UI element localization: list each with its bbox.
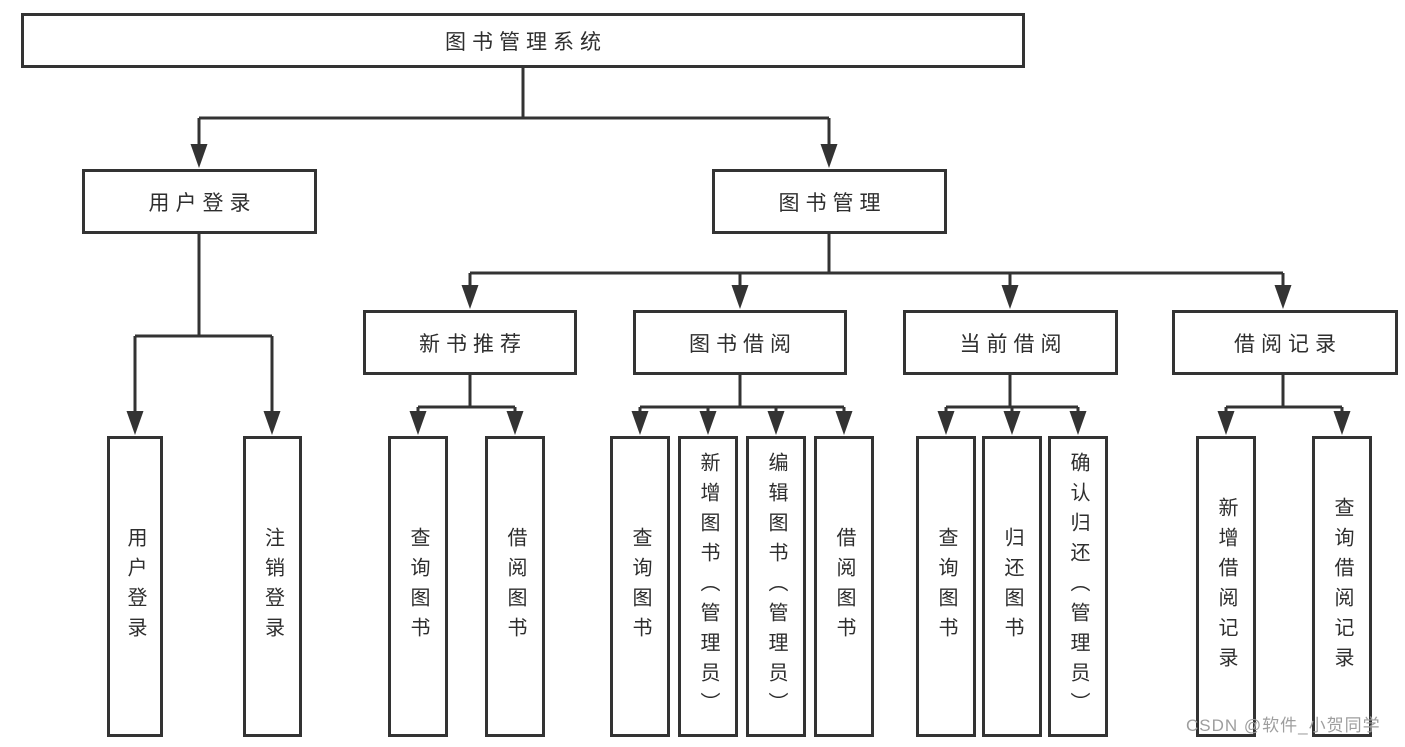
node-label: 图书管理系统 — [445, 30, 607, 54]
node-label: 查询借阅记录 — [1331, 496, 1353, 677]
arrowhead-icon — [631, 411, 649, 435]
node-label: 图书借阅 — [689, 332, 797, 356]
leaf-return-books: 归还图书 — [982, 436, 1042, 737]
arrowhead-icon — [409, 411, 427, 435]
arrowhead-icon — [767, 411, 785, 435]
arrowhead-icon — [699, 411, 717, 435]
leaf-query-books-2: 查询图书 — [610, 436, 670, 737]
node-library-management-system: 图书管理系统 — [21, 13, 1025, 68]
node-label: 注销登录 — [261, 526, 284, 647]
arrowhead-icon — [835, 411, 853, 435]
leaf-user-login: 用户登录 — [107, 436, 163, 737]
leaf-query-books-3: 查询图书 — [916, 436, 976, 737]
arrowhead-icon — [1333, 411, 1351, 435]
leaf-query-books-1: 查询图书 — [388, 436, 448, 737]
arrowhead-icon — [1001, 285, 1019, 309]
node-label: 当前借阅 — [959, 332, 1068, 356]
arrowhead-icon — [126, 411, 144, 435]
arrowhead-icon — [190, 144, 208, 168]
arrowhead-icon — [461, 285, 479, 309]
leaf-borrow-books-2: 借阅图书 — [814, 436, 874, 737]
node-label: 借阅图书 — [504, 526, 526, 647]
node-current-borrowing: 当前借阅 — [903, 310, 1118, 375]
arrowhead-icon — [263, 411, 281, 435]
node-borrowing-records: 借阅记录 — [1172, 310, 1398, 375]
arrowhead-icon — [937, 411, 955, 435]
arrowhead-icon — [731, 285, 749, 309]
arrowhead-icon — [1274, 285, 1292, 309]
leaf-logout: 注销登录 — [243, 436, 302, 737]
arrowhead-icon — [1003, 411, 1021, 435]
node-label: 用户登录 — [124, 526, 146, 647]
node-label: 编辑图书（管理员） — [765, 451, 787, 722]
node-label: 用户登录 — [148, 191, 257, 215]
leaf-add-books-admin: 新增图书（管理员） — [678, 436, 738, 737]
arrowhead-icon — [1217, 411, 1235, 435]
node-label: 借阅图书 — [833, 526, 855, 647]
node-label: 新书推荐 — [419, 332, 527, 356]
node-user-login: 用户登录 — [82, 169, 317, 234]
node-new-book-recommend: 新书推荐 — [363, 310, 577, 375]
node-label: 新增借阅记录 — [1215, 496, 1237, 677]
node-book-borrowing: 图书借阅 — [633, 310, 847, 375]
node-label: 查询图书 — [629, 526, 651, 647]
node-label: 查询图书 — [407, 526, 429, 647]
leaf-edit-books-admin: 编辑图书（管理员） — [746, 436, 806, 737]
node-label: 确认归还（管理员） — [1067, 451, 1089, 722]
arrowhead-icon — [1069, 411, 1087, 435]
arrowhead-icon — [820, 144, 838, 168]
node-label: 图书管理 — [778, 191, 887, 215]
node-label: 新增图书（管理员） — [697, 451, 719, 722]
arrowhead-icon — [506, 411, 524, 435]
leaf-add-borrow-record: 新增借阅记录 — [1196, 436, 1256, 737]
node-book-management: 图书管理 — [712, 169, 947, 234]
leaf-confirm-return-admin: 确认归还（管理员） — [1048, 436, 1108, 737]
leaf-query-borrow-record: 查询借阅记录 — [1312, 436, 1372, 737]
node-label: 借阅记录 — [1234, 332, 1342, 356]
node-label: 查询图书 — [935, 526, 957, 647]
leaf-borrow-books-1: 借阅图书 — [485, 436, 545, 737]
node-label: 归还图书 — [1001, 526, 1023, 647]
csdn-watermark: CSDN @软件_小贺同学 — [1186, 716, 1381, 735]
